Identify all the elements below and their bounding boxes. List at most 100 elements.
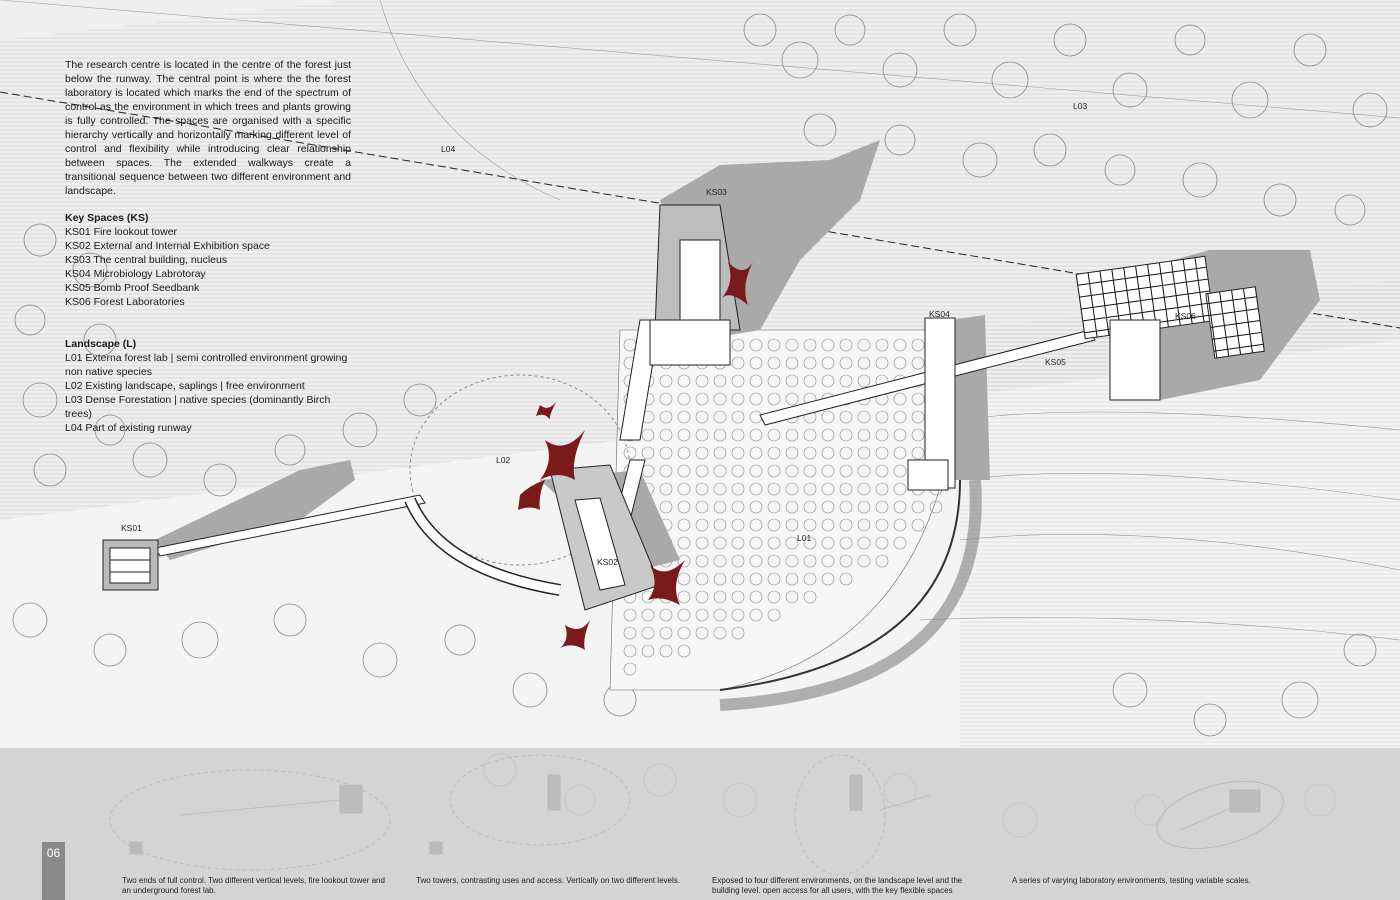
sapling-circle [785,428,799,442]
sapling-circle [677,608,691,622]
sapling-circle [695,608,709,622]
sapling-circle [767,500,781,514]
sapling-circle [731,356,745,370]
sapling-circle [821,536,835,550]
contour-lines [379,0,1400,641]
sapling-circle [713,410,727,424]
sapling-circle [677,374,691,388]
sapling-circle [677,590,691,604]
sapling-circle [749,338,763,352]
sapling-circle [839,356,853,370]
sapling-circle [659,464,673,478]
sapling-circle [785,536,799,550]
sapling-circle [857,518,871,532]
sapling-circle [821,446,835,460]
sapling-circle [821,518,835,532]
sapling-circle [767,554,781,568]
sapling-circle [857,446,871,460]
sapling-circle [713,608,727,622]
sapling-circle [749,428,763,442]
sapling-circle [839,374,853,388]
sapling-circle [785,392,799,406]
sapling-circle [875,536,889,550]
sapling-circle [713,482,727,496]
label-ks05: KS05 [1045,357,1066,367]
sapling-circle [785,374,799,388]
sapling-circle [839,554,853,568]
sapling-circle [659,392,673,406]
sapling-circle [677,536,691,550]
sapling-circle [695,410,709,424]
sapling-circle [641,626,655,640]
sapling-circle [695,536,709,550]
sapling-circle [749,446,763,460]
sapling-circle [839,500,853,514]
sapling-circle [695,518,709,532]
sapling-circle [785,464,799,478]
sapling-circle [803,518,817,532]
sapling-circle [731,608,745,622]
sapling-circle [839,482,853,496]
sapling-circle [713,374,727,388]
sapling-circle [821,428,835,442]
sapling-circle [731,410,745,424]
sapling-circle [677,554,691,568]
sapling-circle [767,374,781,388]
key-space-item: KS02 External and Internal Exhibition sp… [65,240,270,252]
sapling-circle [767,464,781,478]
sapling-circle [839,446,853,460]
landscape-item: L04 Part of existing runway [65,422,192,434]
sapling-circle [785,572,799,586]
sapling-circle [695,572,709,586]
sapling-circle [839,536,853,550]
caption: Exposed to four different environments, … [712,876,963,895]
sapling-circle [803,338,817,352]
sapling-circle [803,356,817,370]
label-l04: L04 [441,144,456,154]
label-l02: L02 [496,455,511,465]
sapling-circle [767,356,781,370]
sapling-circle [695,554,709,568]
sapling-circle [731,428,745,442]
sapling-circle [785,590,799,604]
sapling-circle [839,518,853,532]
label-l03: L03 [1073,101,1088,111]
sapling-circle [641,446,655,460]
sapling-circle [821,374,835,388]
sapling-circle [623,608,637,622]
sapling-circle [767,338,781,352]
sapling-circle [659,626,673,640]
sapling-circle [893,518,907,532]
sapling-circle [731,572,745,586]
sapling-circle [641,608,655,622]
sapling-circle [713,428,727,442]
caption: Two ends of full control. Two different … [122,876,385,895]
sapling-circle [893,536,907,550]
sapling-circle [857,482,871,496]
sapling-circle [695,500,709,514]
sapling-circle [731,500,745,514]
sapling-circle [839,428,853,442]
sapling-circle [803,428,817,442]
sapling-circle [731,554,745,568]
sapling-circle [677,428,691,442]
label-ks04: KS04 [929,309,950,319]
sapling-circle [857,554,871,568]
sapling-circle [875,410,889,424]
sapling-circle [803,482,817,496]
sapling-circle [695,626,709,640]
sapling-circle [893,410,907,424]
sapling-circle [623,446,637,460]
sapling-circle [857,410,871,424]
sapling-circle [677,392,691,406]
key-spaces-title: Key Spaces (KS) [65,212,149,224]
sapling-circle [821,500,835,514]
key-space-item: KS04 Microbiology Labrotoray [65,268,206,280]
sapling-circle [677,410,691,424]
label-ks02: KS02 [597,557,618,567]
sapling-circle [821,410,835,424]
key-space-item: KS01 Fire lookout tower [65,226,178,238]
sapling-circle [785,446,799,460]
sapling-circle [875,446,889,460]
